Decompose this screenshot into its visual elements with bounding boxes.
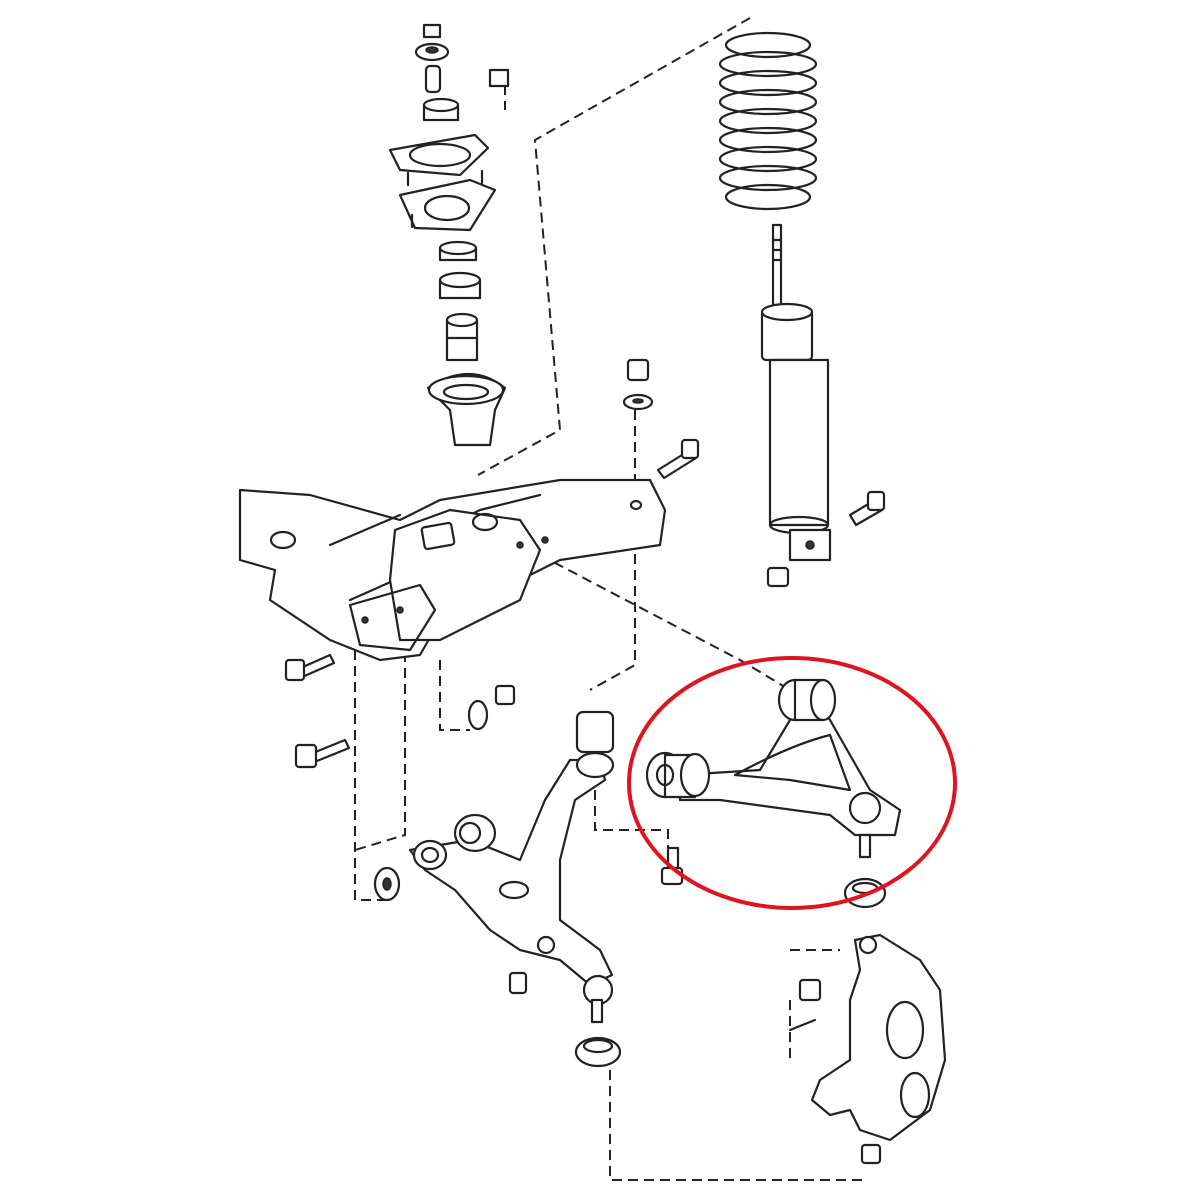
spring-coil-turn [718, 164, 818, 192]
spring-coil-turn [718, 145, 818, 173]
nut [422, 23, 442, 39]
nut [766, 566, 790, 588]
spring-coil-turn [718, 126, 818, 154]
spring-coil-turn [718, 88, 818, 116]
subframe-hardware [284, 358, 700, 769]
upper-mount [398, 178, 497, 232]
nut [488, 68, 510, 88]
steering-knuckle [788, 877, 947, 1165]
sleeve [424, 64, 442, 94]
spring-coil-turn [724, 183, 812, 211]
spring-coil-turn [724, 31, 812, 59]
upper-control-arm [645, 678, 902, 886]
mount-plate [388, 133, 490, 177]
strut-mount-stack [388, 23, 510, 447]
shock-absorber [760, 223, 886, 588]
spring-coil-turn [718, 107, 818, 135]
lower-control-arm [373, 710, 622, 1068]
front-subframe [238, 478, 667, 662]
assembly-guide-lines [354, 17, 865, 1181]
highlight-circle [627, 656, 957, 910]
spring-coil-turn [718, 50, 818, 78]
coil-spring [718, 31, 818, 211]
spring-coil-turn [718, 69, 818, 97]
